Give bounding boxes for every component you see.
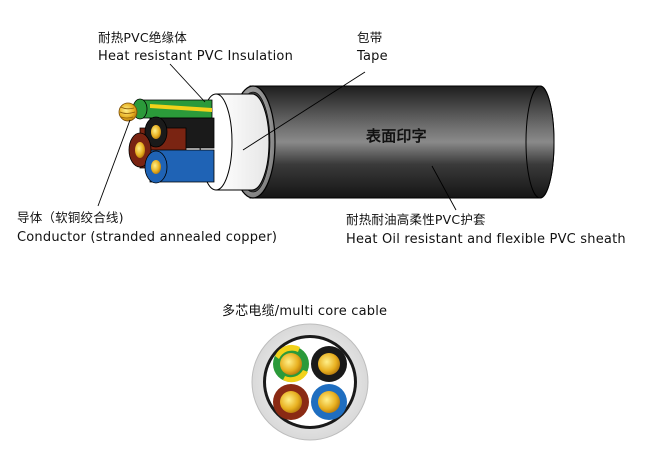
cross-core-green-yellow xyxy=(273,344,309,383)
conductor-label-cn: 导体（软铜绞合线) xyxy=(17,210,124,225)
cross-core-black xyxy=(311,346,347,382)
cable-cross-section-icon xyxy=(251,323,369,441)
conductor-leader xyxy=(97,119,131,207)
insulation-label-cn: 耐热PVC绝缘体 xyxy=(98,30,187,45)
cross-core-brown xyxy=(273,384,309,420)
insulation-label-en: Heat resistant PVC Insulation xyxy=(98,49,294,64)
cross-core-blue xyxy=(311,384,347,420)
tape-leader xyxy=(242,71,366,151)
tape-label-en: Tape xyxy=(357,49,388,64)
conductor-strands xyxy=(118,102,138,122)
insulated-cores xyxy=(128,98,215,184)
cable-side-icon xyxy=(118,85,555,199)
conductor-label-en: Conductor (stranded annealed copper) xyxy=(17,230,278,245)
tape-label-cn: 包带 xyxy=(357,30,383,45)
surface-print-label: 表面印字 xyxy=(366,127,427,145)
sheath-leader xyxy=(431,165,457,211)
cross-section-title: 多芯电缆/multi core cable xyxy=(222,304,388,319)
leader-lines xyxy=(97,63,457,211)
sheath-label-cn: 耐热耐油高柔性PVC护套 xyxy=(346,212,486,227)
insulation-leader xyxy=(169,63,206,103)
sheath-label-en: Heat Oil resistant and flexible PVC shea… xyxy=(346,232,626,247)
